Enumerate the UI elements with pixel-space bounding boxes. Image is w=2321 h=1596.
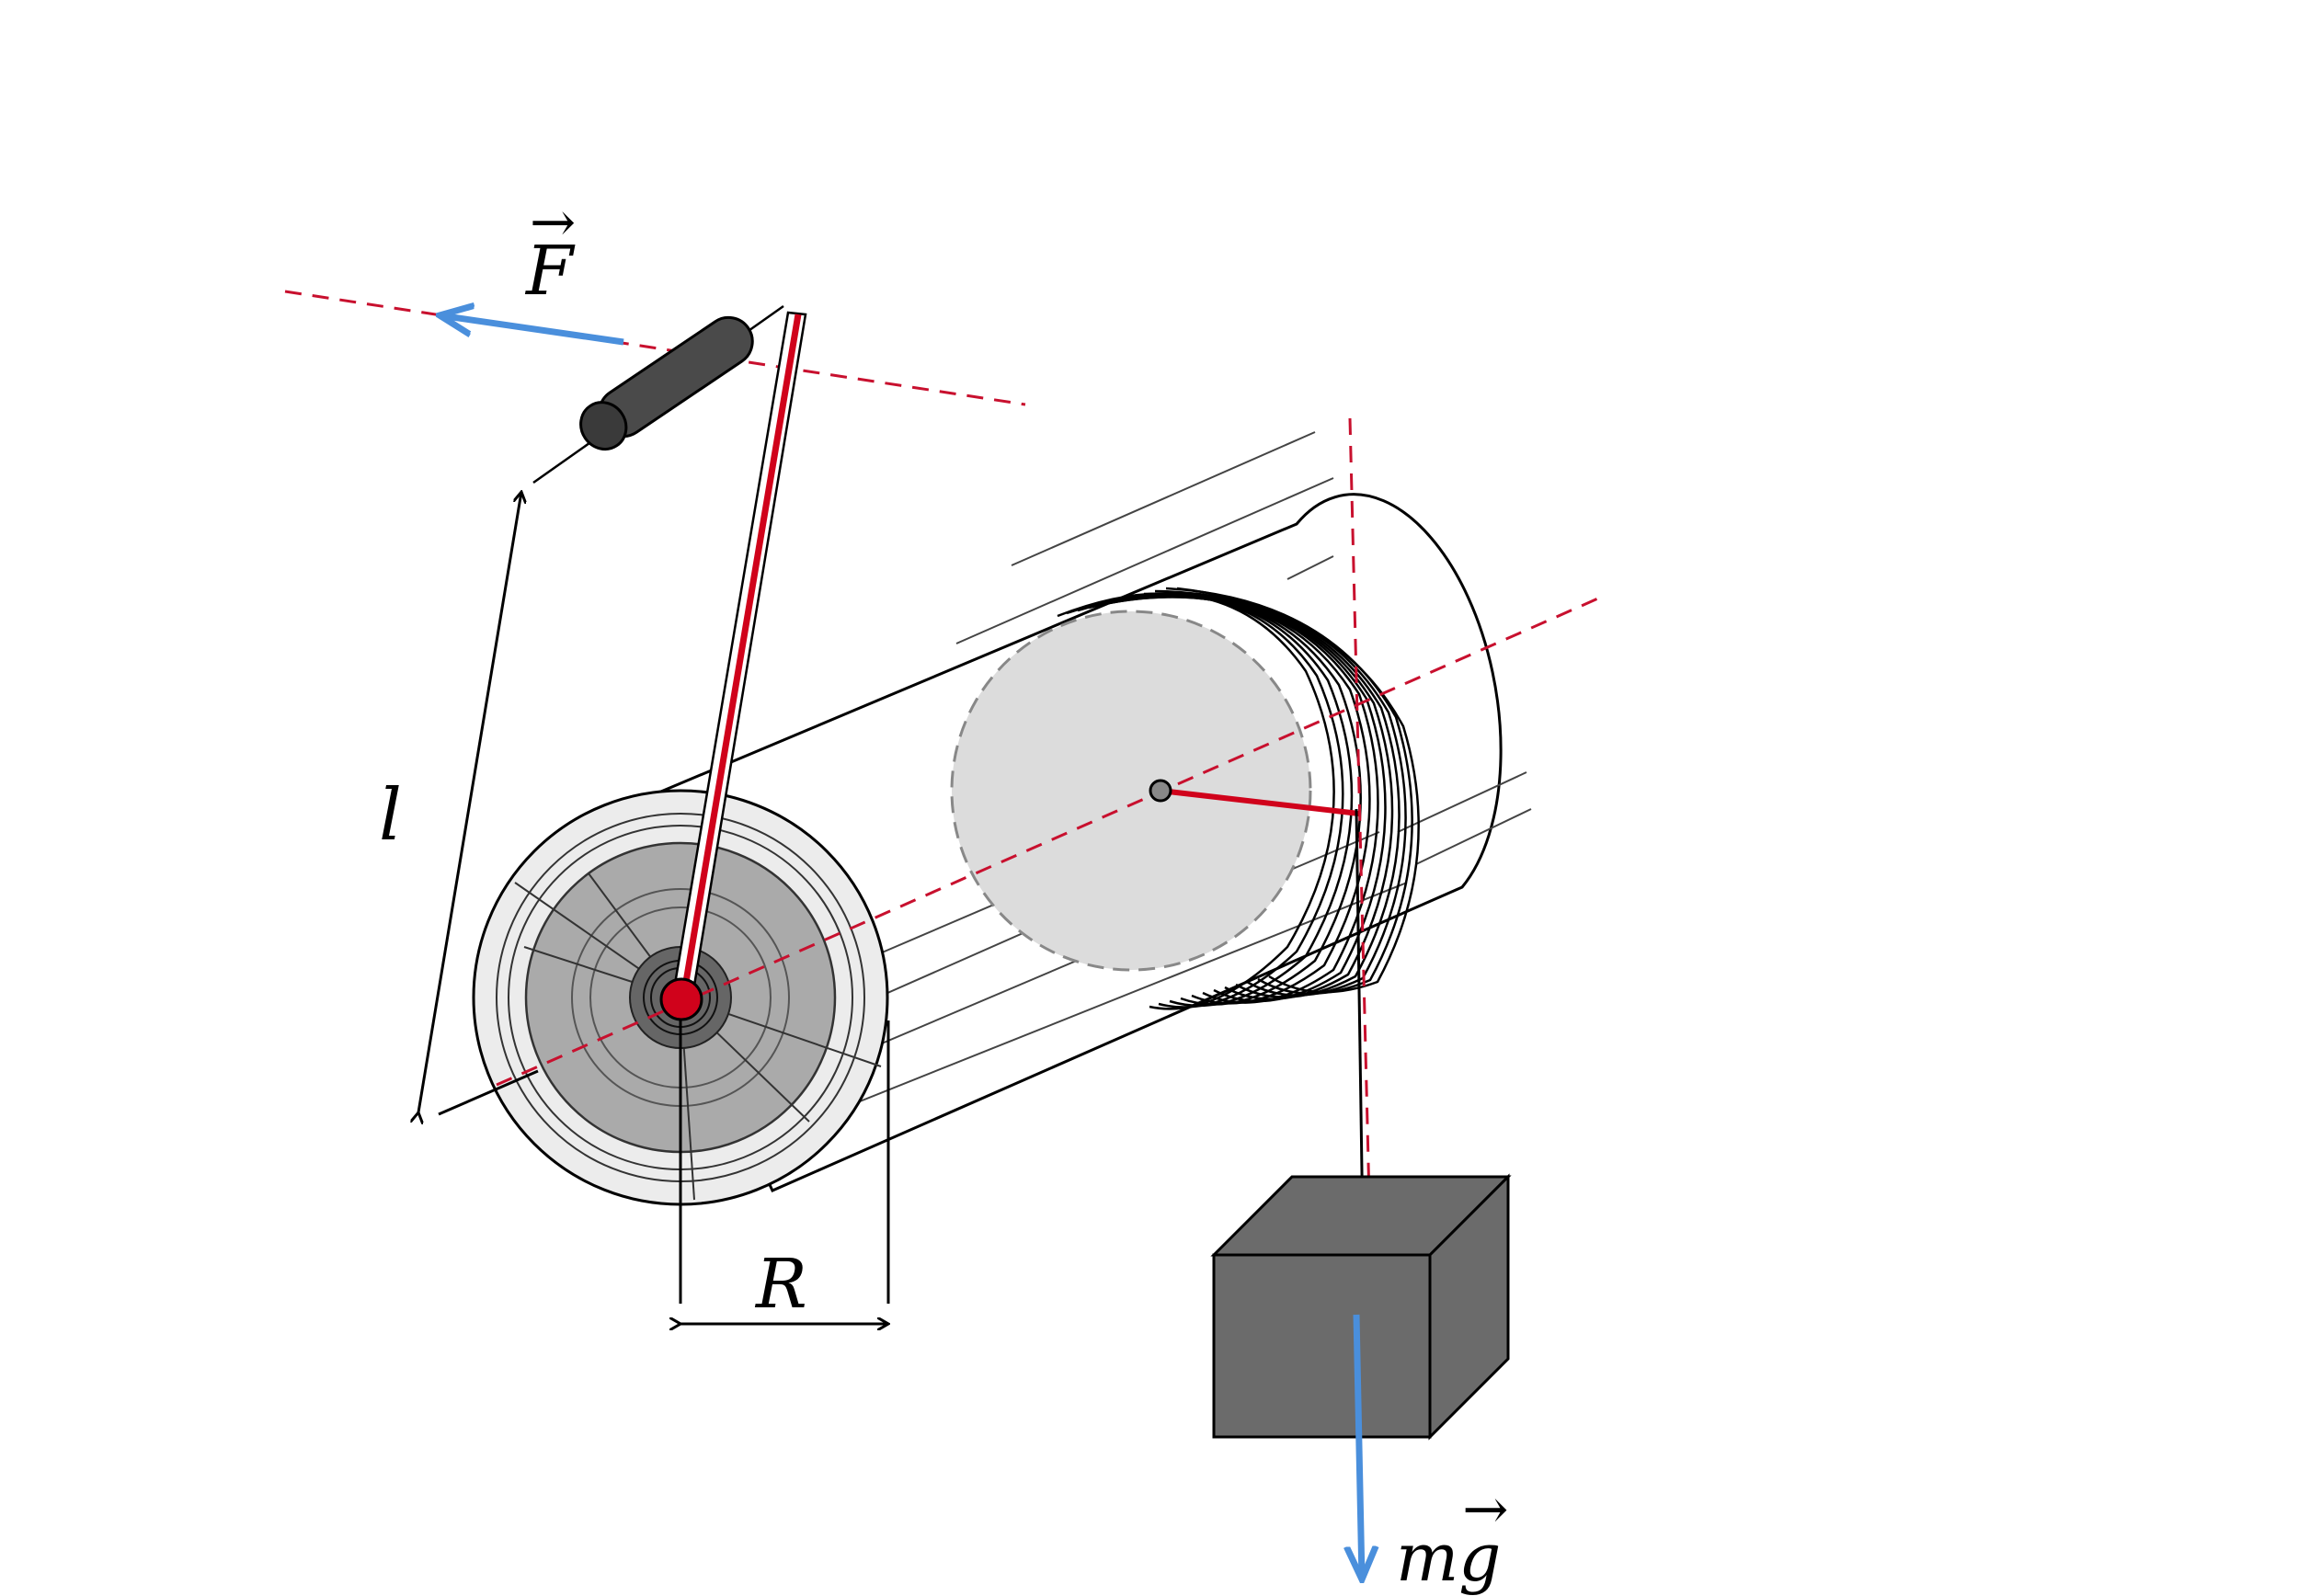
rope — [1355, 808, 1365, 1233]
radius-dimension — [680, 1020, 888, 1324]
gravity-label: m→g — [1396, 1482, 1509, 1590]
rope-coil — [1057, 587, 1420, 1010]
hanging-block — [1210, 1173, 1512, 1441]
crank-handle — [579, 315, 754, 451]
cross-section-disc — [950, 610, 1312, 972]
length-dimension — [418, 492, 539, 1114]
gravity-vector-arrow: → — [1462, 1477, 1509, 1542]
inner-pivot — [1149, 779, 1172, 803]
force-label: →F — [526, 195, 576, 305]
mass-symbol: m — [1396, 1519, 1459, 1596]
force-vector-arrow: → — [530, 190, 577, 255]
g-symbol: g — [1458, 1519, 1502, 1596]
inner-radius-line — [1160, 788, 1360, 816]
gravity-arrow — [1356, 1314, 1362, 1579]
axle-pin — [659, 977, 703, 1021]
radius-label: R — [756, 1245, 807, 1324]
force-arrow — [440, 315, 624, 346]
force-symbol: F — [526, 232, 574, 311]
length-label: l — [379, 774, 402, 857]
